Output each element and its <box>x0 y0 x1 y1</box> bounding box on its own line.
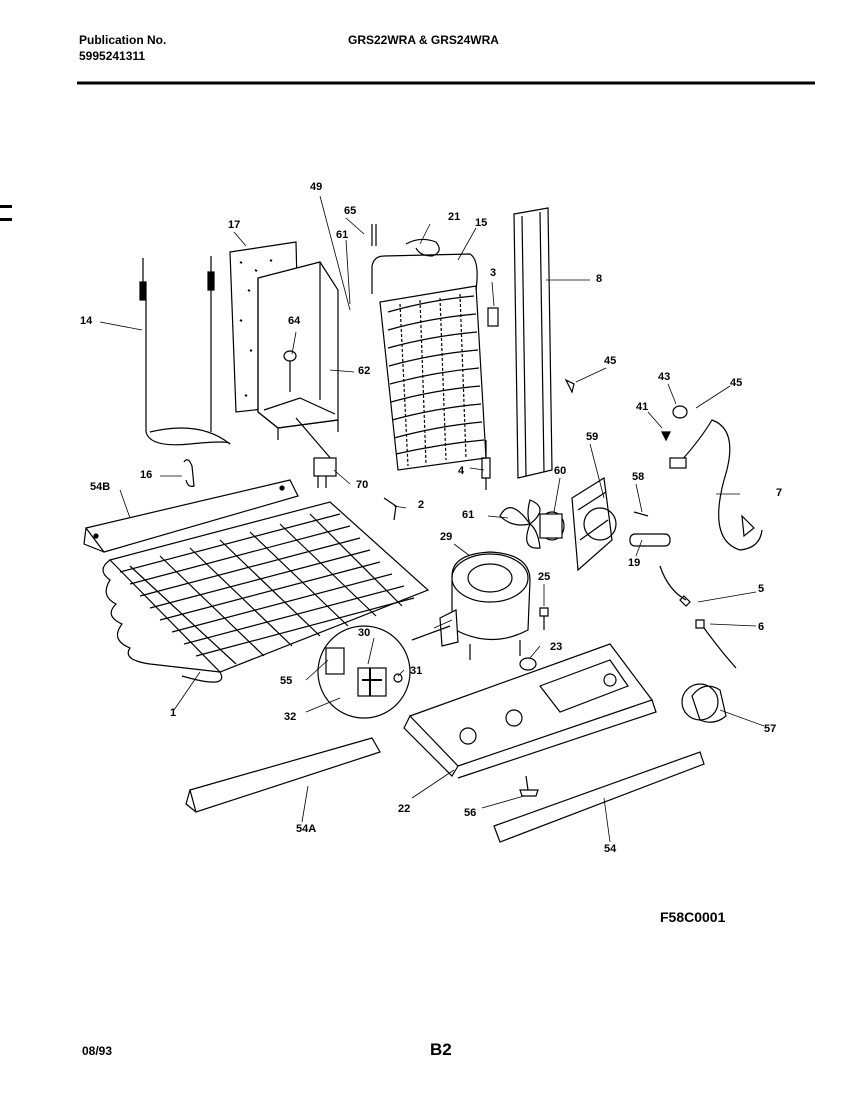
callout-1: 1 <box>170 707 176 719</box>
bracket-54b <box>83 479 299 553</box>
connector-6 <box>695 619 737 669</box>
screw-58 <box>633 511 649 517</box>
defrost-heater-70 <box>295 417 337 488</box>
fan-motor-60 <box>539 511 565 541</box>
clip-2 <box>383 497 397 521</box>
callout-16: 16 <box>140 469 152 481</box>
connector-5 <box>659 565 691 607</box>
evaporator-coil-15 <box>371 224 487 471</box>
fan-bracket-59 <box>571 476 617 572</box>
callout-64: 64 <box>288 315 301 327</box>
callout-4: 4 <box>458 465 465 477</box>
callout-8: 8 <box>596 273 602 285</box>
callout-62: 62 <box>358 365 370 377</box>
evaporator-housing-62 <box>257 261 339 440</box>
relay-inset <box>317 625 451 719</box>
callout-23: 23 <box>550 641 562 653</box>
callout-55: 55 <box>280 675 292 687</box>
callout-54b: 54B <box>90 481 110 493</box>
callout-15: 15 <box>475 217 487 229</box>
callout-21: 21 <box>448 211 460 223</box>
drain-channel-8 <box>513 207 553 479</box>
screw-45 <box>564 378 575 394</box>
callout-54: 54 <box>604 843 617 855</box>
callout-41: 41 <box>636 401 648 413</box>
callout-22: 22 <box>398 803 410 815</box>
bracket-54 <box>493 751 705 843</box>
callout-60: 60 <box>554 465 566 477</box>
grommet-23 <box>519 657 537 671</box>
callout-3: 3 <box>490 267 496 279</box>
callout-57: 57 <box>764 723 776 735</box>
leader-lines <box>99 195 765 843</box>
fan-blade-61 <box>499 499 541 549</box>
bolt-25 <box>539 607 549 630</box>
callout-65: 65 <box>344 205 356 217</box>
callout-45-right: 45 <box>730 377 742 389</box>
callout-6: 6 <box>758 621 764 633</box>
callout-5: 5 <box>758 583 764 595</box>
publication-label: Publication No. <box>79 33 167 47</box>
page-number: B2 <box>430 1040 452 1059</box>
callout-58: 58 <box>632 471 644 483</box>
callout-43: 43 <box>658 371 670 383</box>
callout-29: 29 <box>440 531 452 543</box>
callout-7: 7 <box>776 487 782 499</box>
callout-70: 70 <box>356 479 368 491</box>
screw-41 <box>661 431 671 442</box>
callout-17: 17 <box>228 219 240 231</box>
defrost-thermostat-4 <box>481 440 491 490</box>
wire-harness-14 <box>139 256 231 446</box>
base-pan-22 <box>403 643 657 779</box>
callout-61-top: 61 <box>336 229 348 241</box>
clip-21 <box>405 238 440 257</box>
callout-61-fan: 61 <box>462 509 474 521</box>
clip-16 <box>183 459 195 487</box>
callout-59: 59 <box>586 431 598 443</box>
callout-25: 25 <box>538 571 550 583</box>
figure-code: F58C0001 <box>660 909 726 925</box>
callout-49: 49 <box>310 181 322 193</box>
callout-14: 14 <box>80 315 93 327</box>
scan-mark-top <box>0 205 12 208</box>
clamp-43 <box>672 405 688 419</box>
revision-date: 08/93 <box>82 1044 113 1058</box>
callout-45-mid: 45 <box>604 355 616 367</box>
callout-56: 56 <box>464 807 476 819</box>
model-numbers: GRS22WRA & GRS24WRA <box>348 33 499 47</box>
tube-19 <box>629 533 671 547</box>
publication-number: 5995241311 <box>79 49 146 63</box>
callout-31: 31 <box>410 665 422 677</box>
screw-56 <box>519 775 539 797</box>
thermistor-3 <box>487 307 499 327</box>
power-cord-7 <box>669 419 763 551</box>
cover-57 <box>691 685 727 723</box>
callout-30: 30 <box>358 627 370 639</box>
callout-19: 19 <box>628 557 640 569</box>
callout-54a: 54A <box>296 823 316 835</box>
callout-2: 2 <box>418 499 424 511</box>
bracket-54a <box>185 737 381 813</box>
scan-mark-bottom <box>0 218 12 221</box>
compressor-29 <box>439 551 531 660</box>
callout-32: 32 <box>284 711 296 723</box>
condenser-1 <box>102 501 430 683</box>
